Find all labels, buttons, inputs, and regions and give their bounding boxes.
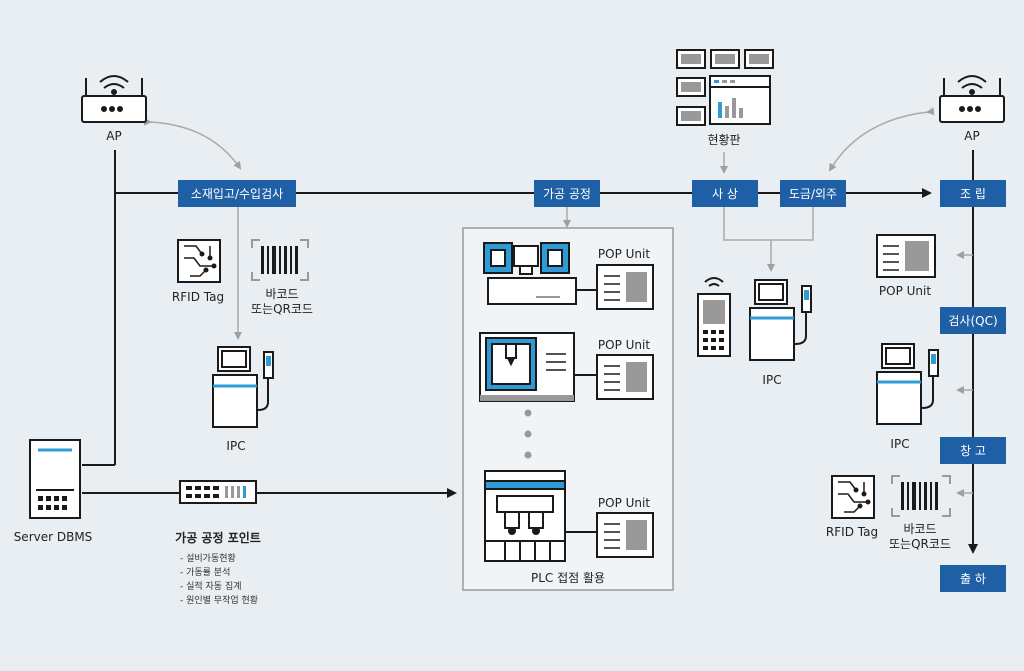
ap-right-label: AP	[964, 129, 979, 143]
ap-left-router-icon	[81, 75, 147, 123]
stage-injection[interactable]: 사 상	[692, 180, 758, 207]
stage-receiving[interactable]: 소재입고/수입검사	[178, 180, 296, 207]
cnc-machine-1-icon	[483, 242, 577, 305]
machining-point-item: - 실적 자동 집계	[180, 580, 242, 592]
stage-assembly[interactable]: 조 립	[940, 180, 1006, 207]
stage-warehouse[interactable]: 창 고	[940, 437, 1006, 464]
stage-inspection-label: 검사(QC)	[948, 314, 997, 328]
stage-machining[interactable]: 가공 공정	[534, 180, 600, 207]
left-rfid-label: RFID Tag	[172, 290, 224, 304]
pop-unit-2-icon	[596, 354, 654, 400]
right-ipc-icon	[876, 343, 939, 425]
server-label: Server DBMS	[14, 530, 93, 544]
right-barcode-icon	[891, 475, 951, 517]
stage-shipping[interactable]: 출 하	[940, 565, 1006, 592]
stage-receiving-label: 소재입고/수입검사	[191, 187, 283, 201]
right-rfid-tag-icon	[831, 475, 875, 519]
right-barcode-line2: 또는QR코드	[889, 537, 951, 551]
ellipsis-dots	[524, 409, 532, 459]
machining-point-item: - 가동률 분석	[180, 567, 230, 578]
stage-painting[interactable]: 도금/외주	[780, 180, 846, 207]
stage-painting-label: 도금/외주	[789, 187, 837, 201]
middle-ipc-icon	[749, 279, 812, 361]
rfid-tag-icon	[177, 239, 221, 283]
barcode-icon	[251, 239, 309, 281]
machining-point-item: - 원인별 무작업 현황	[180, 595, 258, 606]
switch-hub-icon	[179, 480, 257, 504]
pop-unit-3-label: POP Unit	[598, 496, 650, 510]
pop-unit-2-label: POP Unit	[598, 338, 650, 352]
ap-left-label: AP	[106, 129, 121, 143]
gray-connectors	[143, 107, 973, 497]
left-ipc-label: IPC	[226, 439, 245, 453]
middle-ipc-label: IPC	[762, 373, 781, 387]
stage-shipping-label: 출 하	[960, 572, 986, 586]
server-icon	[29, 439, 81, 519]
dashboard-label: 현황판	[707, 133, 740, 147]
machining-point-item: - 설비가동현황	[180, 553, 236, 564]
center-box-caption: PLC 접점 활용	[531, 571, 605, 585]
right-rfid-label: RFID Tag	[826, 525, 878, 539]
stage-assembly-label: 조 립	[960, 187, 986, 201]
left-barcode-line2: 또는QR코드	[251, 302, 313, 316]
right-pop-unit-label: POP Unit	[879, 284, 931, 298]
handheld-terminal-icon	[697, 277, 731, 357]
stage-machining-label: 가공 공정	[543, 187, 591, 201]
stage-inspection[interactable]: 검사(QC)	[940, 307, 1006, 334]
pop-unit-3-icon	[596, 512, 654, 558]
plc-machine-icon	[484, 470, 566, 562]
dashboard-icon	[676, 49, 774, 126]
machining-points-title: 가공 공정 포인트	[175, 530, 261, 545]
pop-unit-1-icon	[596, 264, 654, 310]
stage-warehouse-label: 창 고	[960, 444, 986, 458]
right-pop-unit-icon	[876, 234, 936, 278]
stage-injection-label: 사 상	[712, 187, 738, 201]
cnc-machine-2-icon	[479, 332, 575, 402]
left-ipc-icon	[212, 346, 274, 428]
pop-unit-1-label: POP Unit	[598, 247, 650, 261]
ap-right-router-icon	[939, 75, 1005, 123]
right-ipc-label: IPC	[890, 437, 909, 451]
left-barcode-line1: 바코드	[265, 287, 298, 301]
right-barcode-line1: 바코드	[903, 522, 936, 536]
